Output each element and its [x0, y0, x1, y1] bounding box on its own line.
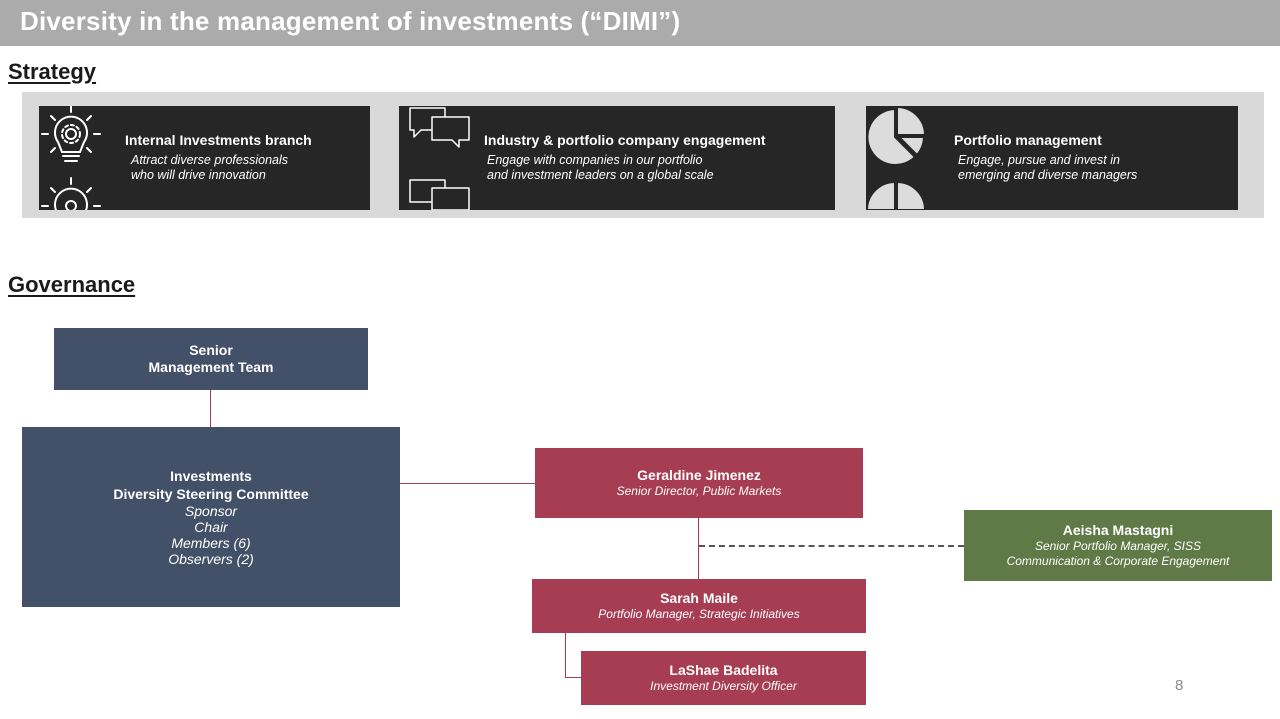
card-description: Engage with companies in our portfolio a…	[487, 153, 714, 182]
lashae-badelita-box: LaShae Badelita Investment Diversity Off…	[581, 651, 866, 705]
card-title: Industry & portfolio company engagement	[484, 132, 766, 148]
connector-committee-to-geraldine	[400, 483, 535, 484]
box-name: Geraldine Jimenez	[637, 467, 761, 483]
strategy-heading: Strategy	[8, 59, 97, 84]
speech-bubbles-icon	[409, 107, 470, 210]
strategy-panel: Internal Investments branch Attract dive…	[22, 92, 1264, 218]
sarah-maile-box: Sarah Maile Portfolio Manager, Strategic…	[532, 579, 866, 633]
committee-role-members: Members (6)	[171, 535, 251, 551]
box-name: LaShae Badelita	[669, 662, 778, 678]
card-title: Internal Investments branch	[125, 132, 312, 148]
geraldine-jimenez-box: Geraldine Jimenez Senior Director, Publi…	[535, 448, 863, 518]
slide-title: Diversity in the management of investmen…	[20, 6, 681, 36]
box-name: Senior Management Team	[148, 342, 274, 375]
page-number: 8	[1175, 677, 1184, 694]
title-bar: Diversity in the management of investmen…	[0, 0, 1280, 46]
box-name: Aeisha Mastagni	[1062, 522, 1174, 538]
senior-management-team-box: Senior Management Team	[54, 328, 368, 390]
box-name: Investments Diversity Steering Committee	[113, 468, 309, 502]
card-title: Portfolio management	[954, 132, 1102, 148]
connector-geraldine-to-sarah	[698, 518, 699, 579]
strategy-card-industry-engagement: Industry & portfolio company engagement …	[399, 106, 835, 210]
connector-sarah-to-lashae-horizontal	[565, 677, 581, 678]
lightbulb-gear-icon	[41, 106, 101, 210]
strategy-card-portfolio-management: Portfolio management Engage, pursue and …	[866, 106, 1238, 210]
connector-senior-to-committee	[210, 390, 211, 427]
steering-committee-box: Investments Diversity Steering Committee…	[22, 427, 400, 607]
box-role: Senior Director, Public Markets	[616, 484, 782, 498]
connector-sarah-to-lashae-vertical	[565, 633, 566, 678]
card-description: Attract diverse professionals who will d…	[131, 153, 289, 182]
dashed-connector-aeisha	[699, 545, 964, 547]
committee-role-chair: Chair	[194, 519, 228, 535]
aeisha-mastagni-box: Aeisha Mastagni Senior Portfolio Manager…	[964, 510, 1272, 581]
governance-heading: Governance	[8, 272, 136, 297]
box-role: Investment Diversity Officer	[650, 679, 797, 693]
box-name: Sarah Maile	[660, 590, 738, 606]
committee-role-sponsor: Sponsor	[184, 503, 238, 519]
card-description: Engage, pursue and invest in emerging an…	[958, 153, 1138, 182]
committee-role-observers: Observers (2)	[168, 551, 254, 567]
box-role: Portfolio Manager, Strategic Initiatives	[598, 607, 800, 621]
pie-chart-icon	[866, 106, 927, 210]
box-role: Senior Portfolio Manager, SISS Communica…	[1006, 539, 1230, 568]
strategy-card-internal-investments: Internal Investments branch Attract dive…	[39, 106, 370, 210]
